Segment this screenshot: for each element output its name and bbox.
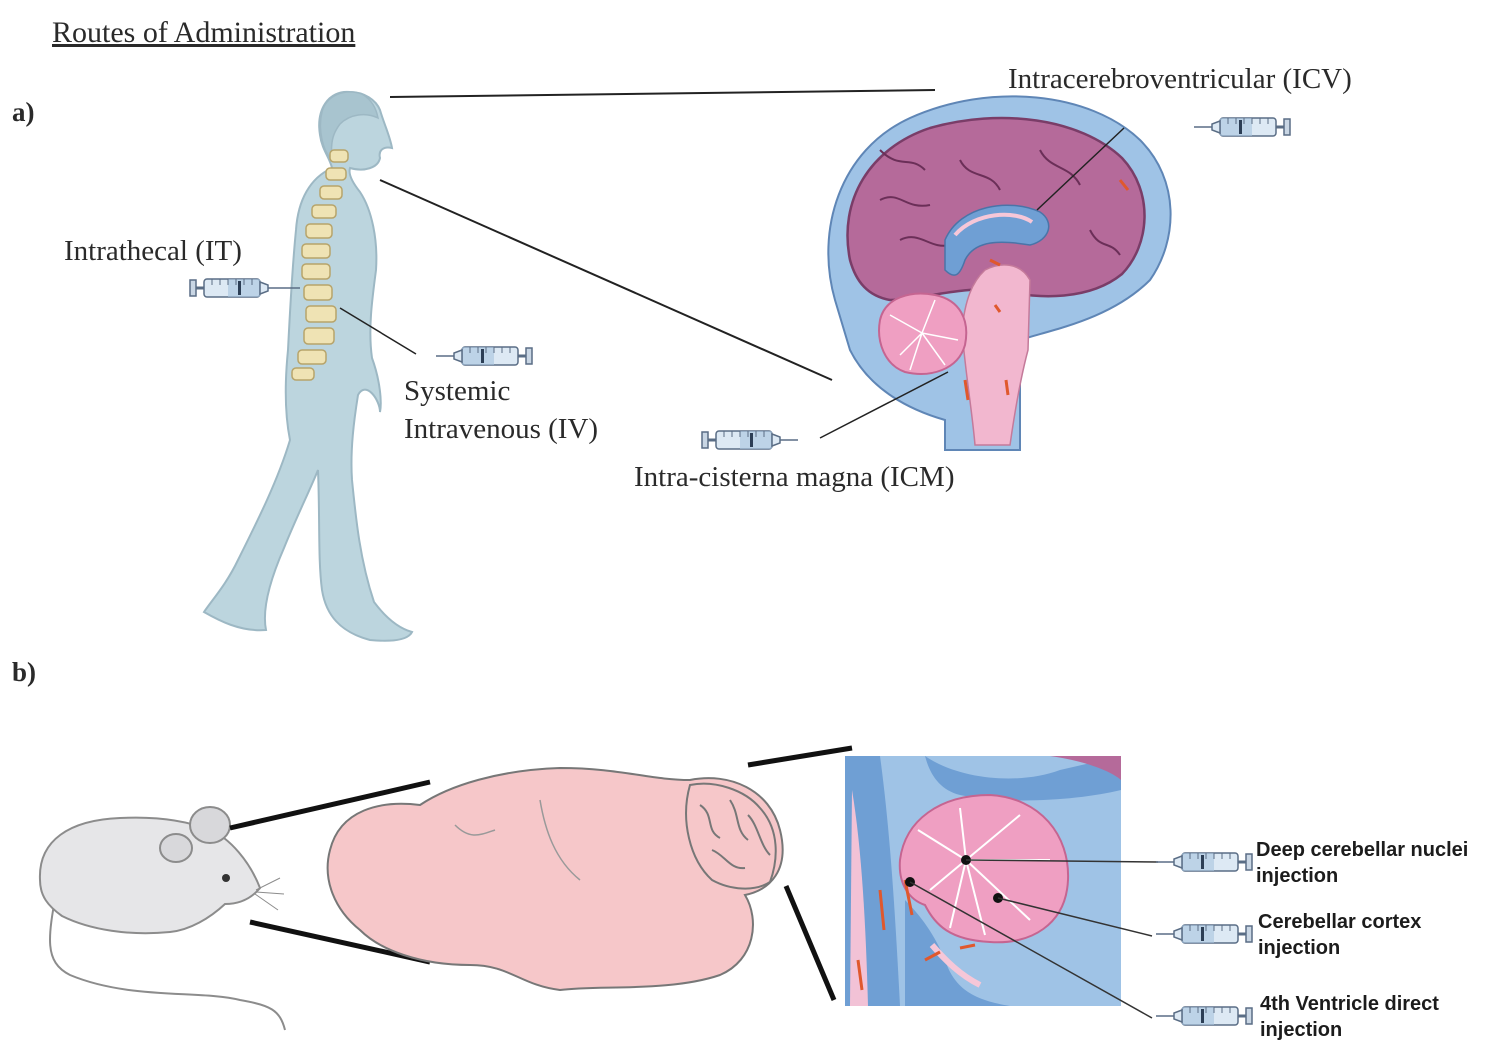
dcn-leader-line — [965, 859, 1159, 863]
panel-a-label: a) — [12, 97, 35, 127]
mouse-zoom-line-bottom — [249, 919, 431, 965]
dcn-injection-line2: injection — [1256, 864, 1339, 887]
iv-leader-line — [339, 307, 417, 355]
intrathecal-label: Intrathecal (IT) — [64, 235, 242, 267]
cerebellum-zoom-panel — [845, 756, 1121, 1006]
dcn-injection-label: Deep cerebellar nuclei injection — [1256, 838, 1468, 889]
syringe-dcn-icon — [1156, 853, 1252, 871]
mouse-illustration — [38, 806, 286, 1031]
cortex-injection-line2: injection — [1258, 936, 1341, 959]
4th-ventricle-injection-line2: injection — [1260, 1018, 1343, 1041]
dcn-injection-line1: Deep cerebellar nuclei — [1256, 839, 1469, 861]
icv-leader-line — [1036, 127, 1125, 211]
human-brain-sagittal — [827, 95, 1172, 451]
brain-zoom-line-bottom — [783, 885, 837, 1001]
4th-ventricle-injection-line1: 4th Ventricle direct — [1260, 993, 1439, 1015]
intravenous-label: Intravenous (IV) — [404, 413, 599, 445]
4th-ventricle-leader-line — [909, 881, 1153, 1019]
spine — [291, 149, 349, 381]
syringe-4th-ventricle-icon — [1156, 1007, 1252, 1025]
icv-label: Intracerebroventricular (ICV) — [1008, 63, 1352, 95]
mouse-zoom-line-top — [229, 779, 431, 831]
figure-title: Routes of Administration — [52, 16, 356, 49]
zoom-line-top — [389, 89, 936, 98]
icm-leader-line — [819, 371, 949, 439]
syringe-cortex-icon — [1156, 925, 1252, 943]
panel-b-label: b) — [12, 657, 37, 687]
systemic-label: Systemic — [404, 375, 511, 407]
syringe-icm-icon — [700, 429, 800, 451]
human-figure — [202, 90, 414, 642]
brain-zoom-line-top — [747, 745, 853, 768]
cortex-leader-line — [997, 897, 1153, 937]
4th-ventricle-injection-label: 4th Ventricle direct injection — [1260, 992, 1439, 1043]
syringe-icv-icon — [1194, 118, 1290, 136]
mouse-brain — [326, 766, 784, 992]
icm-label: Intra-cisterna magna (ICM) — [634, 461, 955, 493]
syringe-iv-icon — [436, 347, 532, 365]
cortex-injection-label: Cerebellar cortex injection — [1258, 910, 1421, 961]
syringe-it-icon — [188, 277, 300, 299]
cortex-injection-line1: Cerebellar cortex — [1258, 911, 1422, 933]
zoom-line-bottom — [379, 179, 833, 381]
